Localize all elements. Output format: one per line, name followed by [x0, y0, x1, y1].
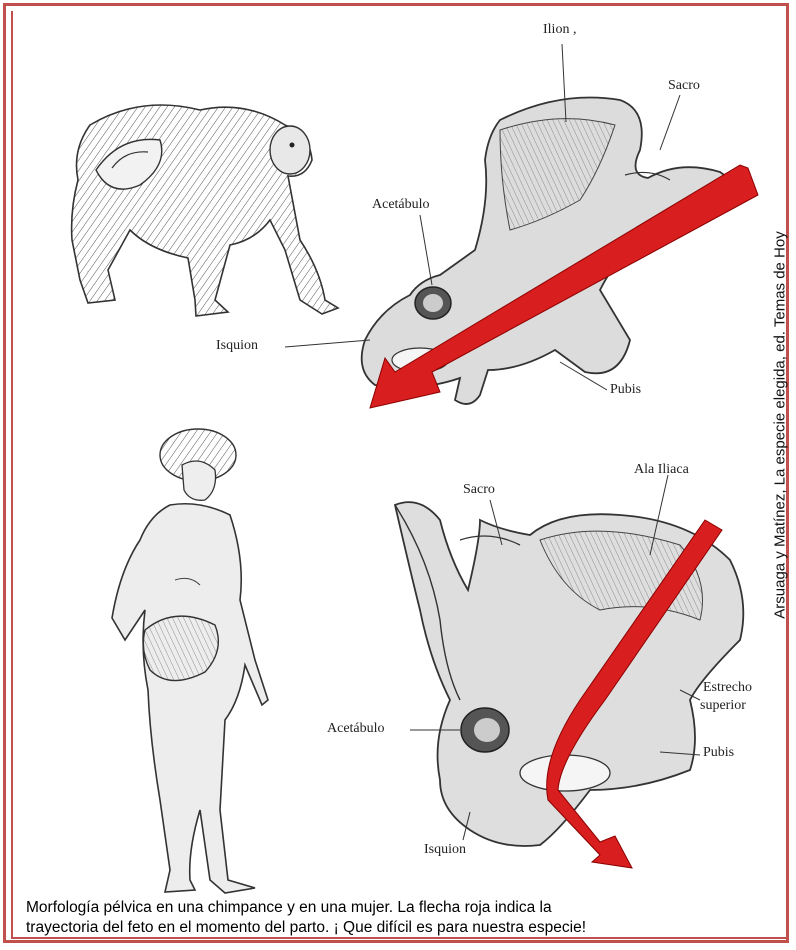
- label-acetabulo-top: Acetábulo: [372, 197, 430, 213]
- caption-line-2: trayectoria del feto en el momento del p…: [26, 918, 786, 938]
- label-isquion-top: Isquion: [216, 338, 258, 354]
- caption-line-1: Morfología pélvica en una chimpance y en…: [26, 898, 786, 918]
- figure-caption: Morfología pélvica en una chimpance y en…: [26, 898, 786, 938]
- label-ilion: Ilion ,: [543, 22, 576, 38]
- source-credit: Arsuaga y Matínez, La especie elegida, e…: [772, 231, 789, 618]
- label-pubis-bottom: Pubis: [703, 745, 734, 761]
- label-sacro-bottom: Sacro: [463, 482, 495, 498]
- label-pubis-top: Pubis: [610, 382, 641, 398]
- label-superior: superior: [700, 698, 746, 714]
- label-sacro-top: Sacro: [668, 78, 700, 94]
- label-ala-iliaca: Ala Iliaca: [634, 462, 689, 478]
- label-estrecho: Estrecho: [703, 680, 752, 696]
- label-isquion-bottom: Isquion: [424, 842, 466, 858]
- label-acetabulo-bottom: Acetábulo: [327, 721, 385, 737]
- woman-figure: [112, 429, 268, 893]
- chimpanzee-figure: [72, 105, 338, 316]
